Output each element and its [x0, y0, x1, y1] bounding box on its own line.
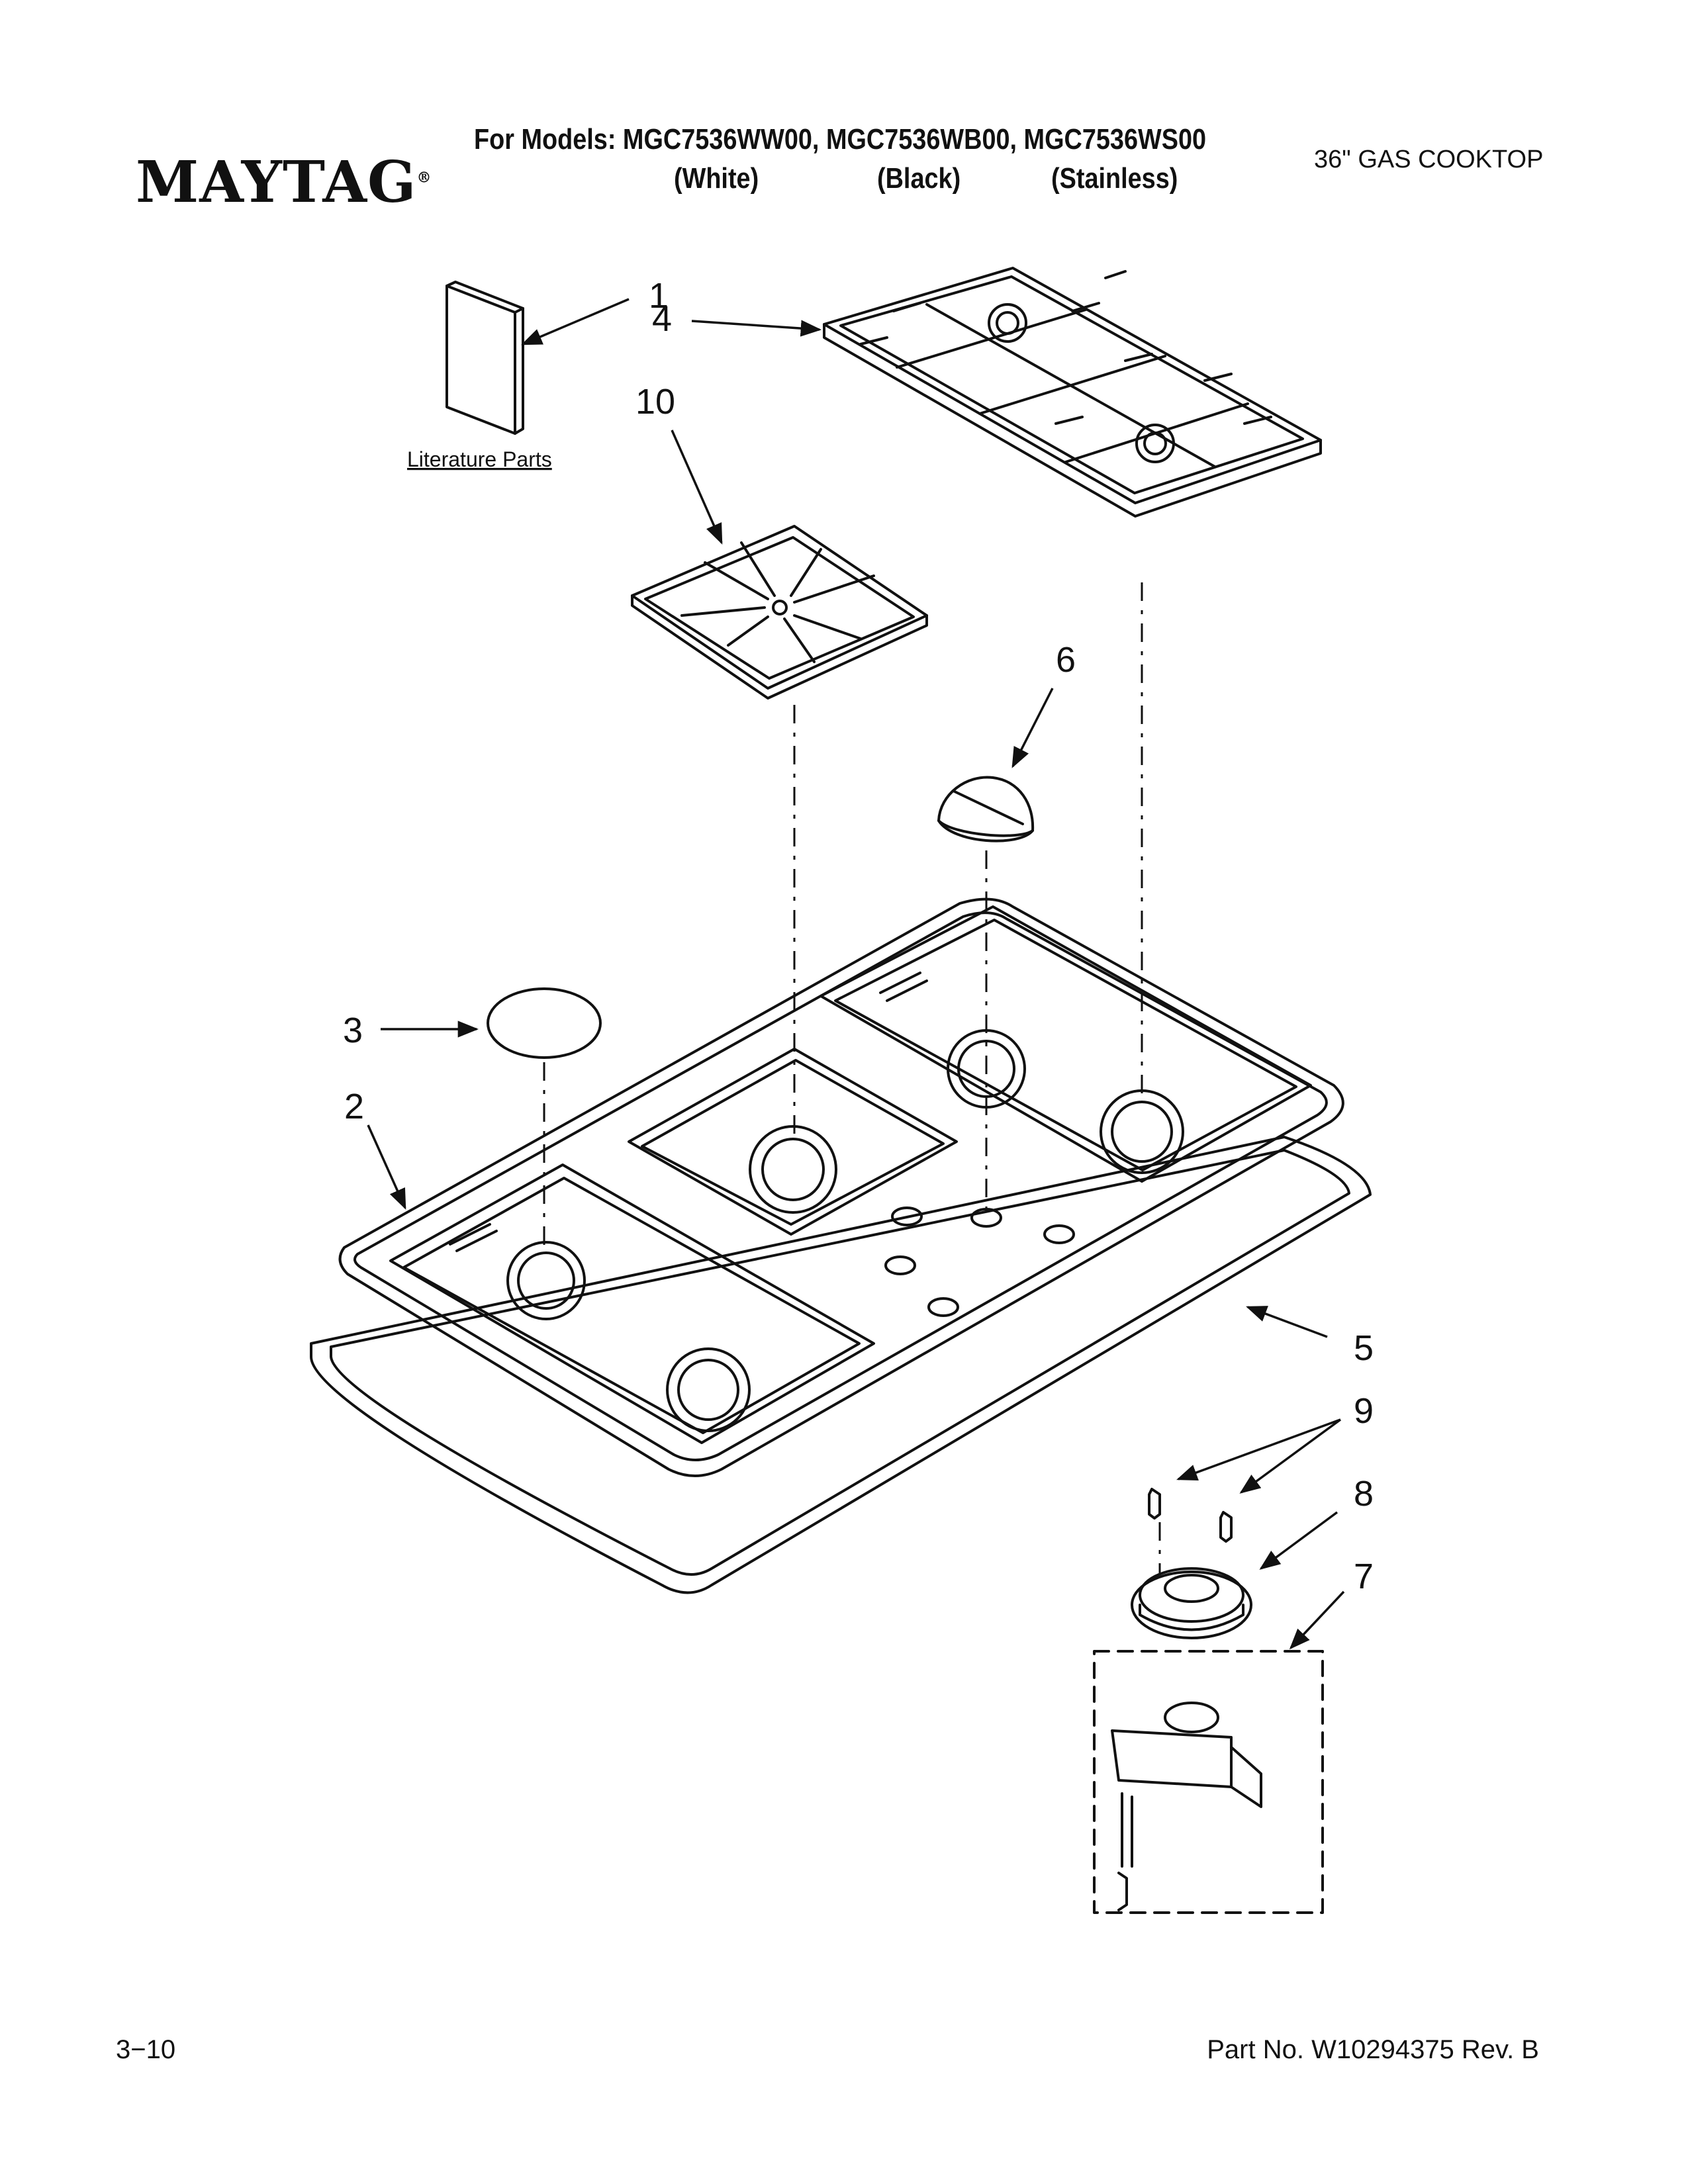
models-line: For Models: MGC7536WW00, MGC7536WB00, MG… — [474, 123, 1207, 156]
callout-3: 3 — [343, 1011, 363, 1050]
color-white: (White) — [674, 162, 759, 195]
double-grate — [823, 267, 1322, 518]
cooktop-main — [338, 897, 1344, 1477]
color-black: (Black) — [877, 162, 961, 195]
cooktop-gasket — [310, 1136, 1372, 1594]
screws — [1148, 1488, 1233, 1543]
callout-6: 6 — [1056, 640, 1076, 680]
callout-8: 8 — [1354, 1474, 1374, 1514]
burner-base — [1131, 1567, 1252, 1639]
callout-5: 5 — [1354, 1328, 1374, 1368]
callout-2: 2 — [344, 1087, 364, 1126]
callout-10: 10 — [635, 382, 675, 422]
control-knob — [937, 776, 1035, 842]
literature-booklet — [445, 281, 524, 435]
callout-9: 9 — [1354, 1391, 1374, 1431]
callout-1: 1 — [649, 276, 669, 316]
single-grate — [631, 525, 928, 700]
part-number: Part No. W10294375 Rev. B — [1207, 2035, 1539, 2064]
product-title: 36" GAS COOKTOP — [1314, 146, 1544, 173]
callout-7: 7 — [1354, 1557, 1374, 1596]
brand-logo: MAYTAG® — [136, 149, 432, 216]
callout-4: 4 — [652, 299, 672, 339]
color-stainless: (Stainless) — [1051, 162, 1178, 195]
page-number: 3−10 — [116, 2035, 176, 2064]
literature-label: Literature Parts — [407, 447, 552, 471]
valve-assembly — [1093, 1650, 1324, 1914]
burner-cap — [487, 987, 602, 1059]
